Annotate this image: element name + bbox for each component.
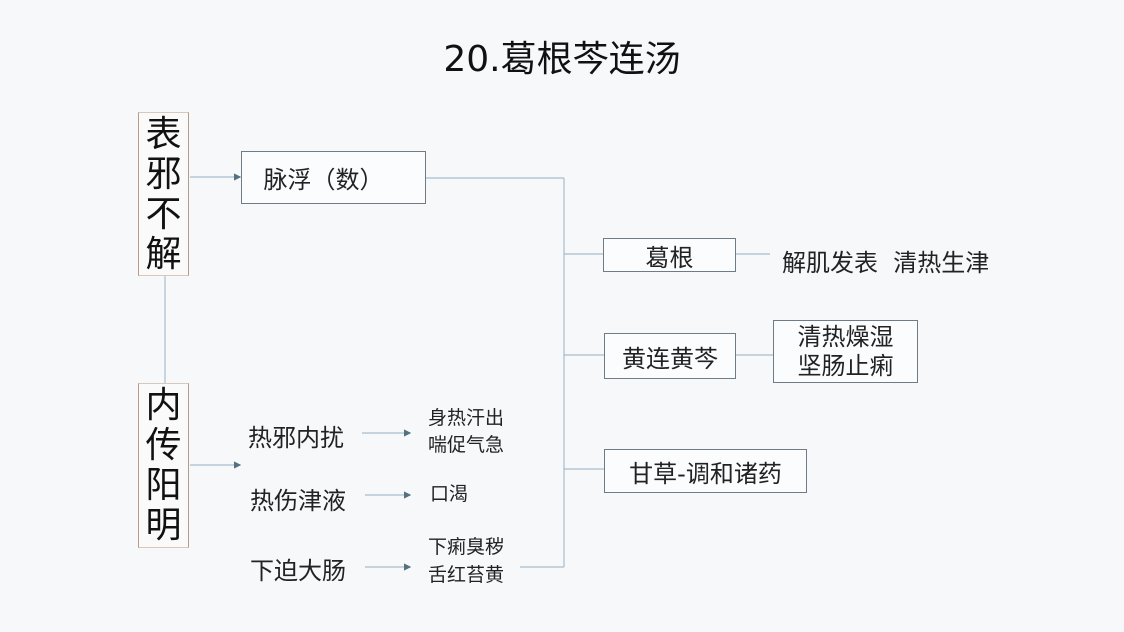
cause-heat-disturb: 热邪内扰 xyxy=(248,424,344,452)
page-title: 20.葛根芩连汤 xyxy=(443,39,681,80)
effect-line: 口渴 xyxy=(430,483,469,505)
herb-function-huanglian-box: 清热燥湿 坚肠止痢 xyxy=(773,320,918,383)
herb-box-huanglian-huangqin: 黄连黄芩 xyxy=(604,333,736,379)
effect-line: 喘促气急 xyxy=(428,434,505,456)
function-line: 清热燥湿 xyxy=(797,322,894,351)
herb-box-gancao: 甘草-调和诸药 xyxy=(604,449,807,493)
effect-line: 下痢臭秽 xyxy=(428,536,505,558)
box-exterior-unresolved: 表邪不解 xyxy=(138,112,189,276)
function-line: 坚肠止痢 xyxy=(797,351,894,380)
cause-heat-fluids: 热伤津液 xyxy=(250,487,346,515)
effect-line: 身热汗出 xyxy=(428,407,505,429)
box-pulse: 脉浮（数） xyxy=(241,151,426,204)
herb-box-gegen: 葛根 xyxy=(603,238,736,272)
effect-line: 舌红苔黄 xyxy=(428,564,505,586)
cause-large-intestine: 下迫大肠 xyxy=(250,557,346,585)
box-inward-yangming: 内传阳明 xyxy=(138,383,189,548)
herb-function-gegen: 解肌发表 清热生津 xyxy=(782,249,990,277)
